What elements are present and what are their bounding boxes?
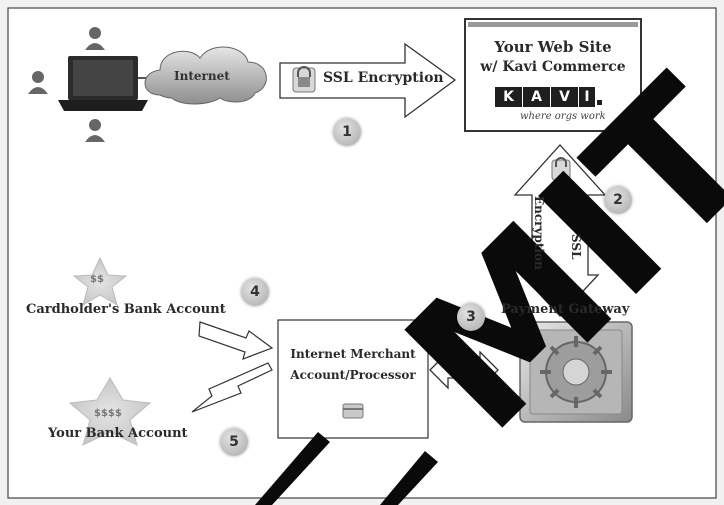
kavi-logo-letter: I (579, 89, 595, 105)
kavi-logo-letter: V (551, 89, 578, 105)
ssl-vertical-label-1: SSL (569, 234, 583, 260)
step-3-badge: 3 (457, 303, 485, 331)
website-title-line2: w/ Kavi Commerce (465, 59, 641, 75)
kavi-logo-letter: A (523, 89, 550, 105)
bank-symbol: $$$$ (94, 408, 122, 419)
card-icon (343, 404, 363, 418)
step-2-badge: 2 (604, 186, 632, 214)
step-1-badge: 1 (333, 118, 361, 146)
ssl-encryption-label: SSL Encryption (323, 70, 444, 86)
payment-gateway-label: Payment Gateway (501, 302, 629, 317)
lock-icon (293, 67, 315, 92)
kavi-logo-letter: K (495, 89, 522, 105)
bank-label: Your Bank Account (48, 426, 188, 441)
website-title-line1: Your Web Site (465, 38, 641, 56)
step-4-badge: 4 (241, 278, 269, 306)
website-titlebar (468, 22, 638, 27)
kavi-tagline: where orgs work (520, 111, 606, 122)
internet-label: Internet (174, 69, 230, 83)
ssl-vertical-label-2: Encryption (532, 196, 546, 270)
step-5-badge: 5 (220, 428, 248, 456)
merchant-label-line1: Internet Merchant (278, 347, 428, 361)
cardholder-label: Cardholder's Bank Account (26, 302, 226, 317)
cardholder-symbol: $$ (90, 274, 104, 285)
merchant-label-line2: Account/Processor (278, 368, 428, 382)
laptop-icon (58, 56, 148, 111)
